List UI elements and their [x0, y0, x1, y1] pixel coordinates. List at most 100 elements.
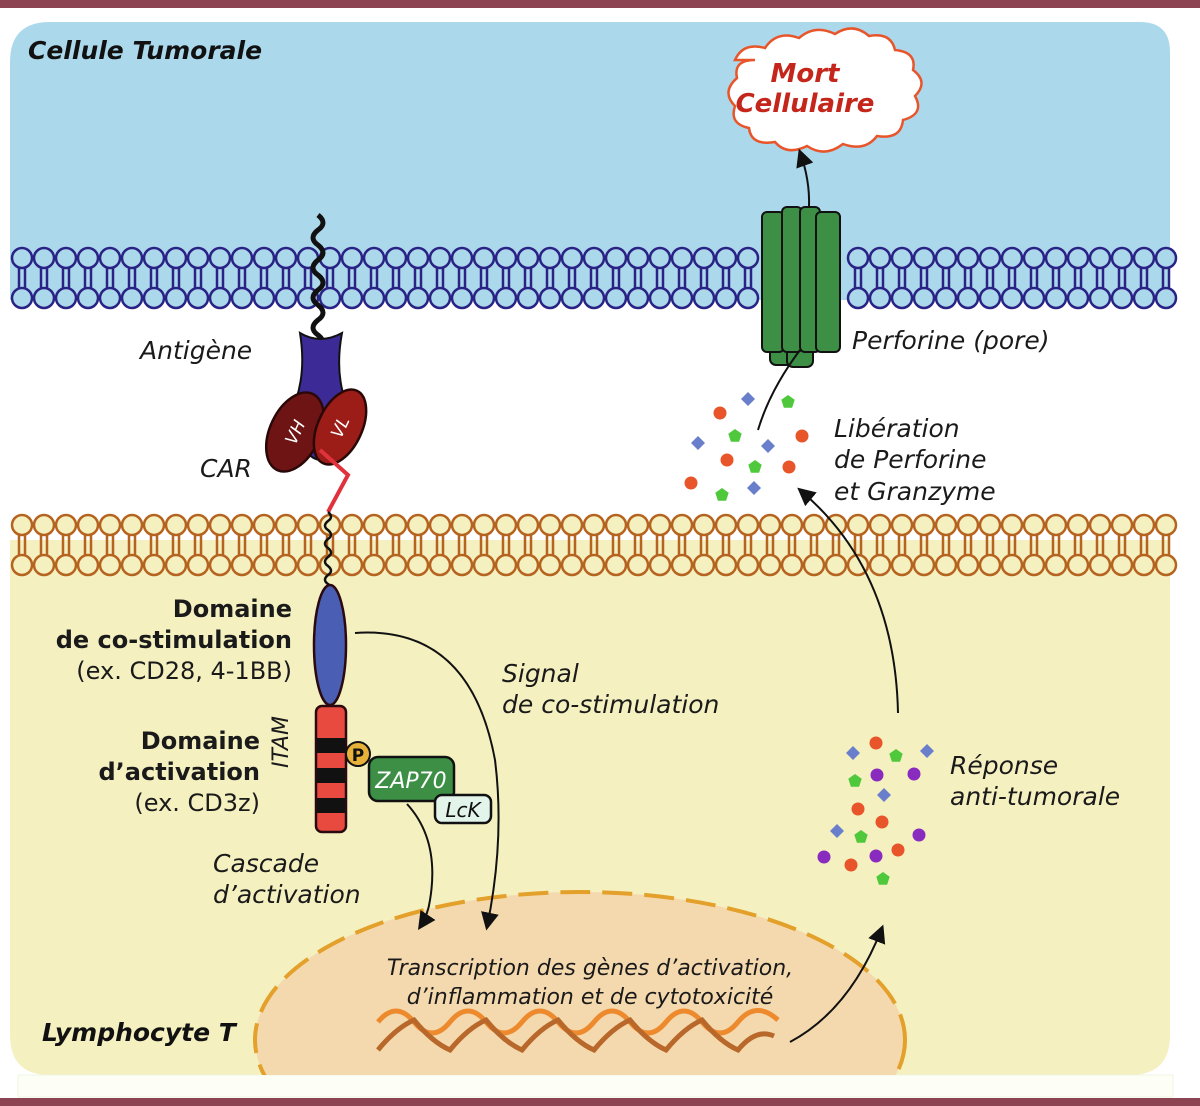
lipid	[868, 513, 892, 577]
lipid	[1000, 246, 1024, 310]
lipid	[1154, 246, 1178, 310]
lipid	[252, 246, 276, 310]
lipid	[978, 246, 1002, 310]
response-label: Réponse anti-tumorale	[950, 750, 1120, 813]
lipid	[296, 513, 320, 577]
cascade-label: Cascade d’activation	[213, 848, 361, 911]
lipid	[736, 246, 760, 310]
car-transmembrane	[323, 511, 333, 594]
lipid	[780, 513, 804, 577]
lipid	[472, 513, 496, 577]
granzyme-diamond	[830, 824, 844, 838]
lipid	[648, 513, 672, 577]
lipid	[450, 246, 474, 310]
t-cell-label: Lymphocyte T	[42, 1018, 236, 1047]
lipid	[560, 246, 584, 310]
vl-domain: VL	[312, 388, 368, 466]
t-cell-membrane	[10, 513, 1178, 577]
vh-domain: VH	[264, 391, 326, 473]
perforin-pentagon	[715, 488, 729, 501]
molecule-circle	[869, 849, 883, 863]
molecule-circle	[817, 850, 831, 864]
costim-signal-line2: de co-stimulation	[502, 690, 720, 720]
lipid	[692, 513, 716, 577]
lipid	[626, 246, 650, 310]
lipid	[1044, 513, 1068, 577]
lipid	[32, 246, 56, 310]
perforin-pentagon	[854, 830, 868, 843]
lipid	[582, 513, 606, 577]
bottom-strip	[17, 1074, 1174, 1098]
lipid	[956, 246, 980, 310]
bottom-frame-bar	[0, 1098, 1200, 1106]
lipid	[494, 513, 518, 577]
costim-domain-example: (ex. CD28, 4-1BB)	[76, 657, 292, 686]
lipid	[76, 513, 100, 577]
lipid	[1110, 513, 1134, 577]
lipid	[912, 246, 936, 310]
lipid	[692, 246, 716, 310]
tumor-cell-label: Cellule Tumorale	[28, 36, 263, 65]
molecule-circle	[875, 815, 889, 829]
arrow-response-to-release	[797, 487, 899, 714]
lipid	[252, 513, 276, 577]
lipid	[10, 513, 34, 577]
lipid	[1022, 246, 1046, 310]
molecule-circle	[912, 828, 926, 842]
molecule-circle	[795, 429, 809, 443]
lipid	[10, 246, 34, 310]
lipid	[1000, 513, 1024, 577]
lipid	[32, 513, 56, 577]
lipid	[142, 246, 166, 310]
lipid	[208, 246, 232, 310]
lipid	[54, 513, 78, 577]
lipid	[406, 513, 430, 577]
costim-signal-line1: Signal	[502, 659, 579, 688]
lipid	[362, 513, 386, 577]
dna-helix	[376, 1008, 780, 1054]
lipid	[736, 513, 760, 577]
lipid	[164, 246, 188, 310]
lipid	[450, 513, 474, 577]
lipid	[1022, 513, 1046, 577]
lipid	[1110, 246, 1134, 310]
lipid	[186, 513, 210, 577]
perforin-pentagon	[889, 749, 903, 762]
cell-death-line2: Cellulaire	[735, 88, 875, 119]
lipid	[406, 246, 430, 310]
lck-kinase: LcK	[433, 793, 493, 825]
svg-text:LcK: LcK	[445, 798, 482, 822]
molecule-circle	[851, 802, 865, 816]
lipid	[890, 246, 914, 310]
lipid	[1044, 246, 1068, 310]
lipid	[208, 513, 232, 577]
lipid	[98, 246, 122, 310]
lipid	[846, 513, 870, 577]
lipid	[428, 513, 452, 577]
lipid	[164, 513, 188, 577]
lipid	[120, 513, 144, 577]
lipid	[560, 513, 584, 577]
granzyme-diamond	[747, 481, 761, 495]
perforin-pentagon	[848, 774, 862, 787]
lipid	[648, 246, 672, 310]
arrow-pore-to-death	[796, 148, 814, 208]
lipid	[538, 246, 562, 310]
arrow-cascade	[406, 803, 436, 930]
costim-domain-label: Domaine de co-stimulation (ex. CD28, 4-1…	[0, 594, 292, 688]
perforin-pore	[761, 206, 841, 368]
activation-domain-example: (ex. CD3z)	[134, 789, 260, 818]
lipid	[54, 246, 78, 310]
perforin-pentagon	[728, 429, 742, 442]
lipid	[890, 513, 914, 577]
response-line2: anti-tumorale	[950, 782, 1121, 812]
costim-domain-line1: Domaine	[172, 595, 292, 623]
lipid	[714, 513, 738, 577]
lipid	[494, 246, 518, 310]
itam-label: ITAM	[269, 716, 294, 768]
molecule-circle	[907, 767, 921, 781]
lipid	[120, 246, 144, 310]
zap70-kinase: ZAP70	[367, 755, 456, 803]
car-hinge	[318, 448, 351, 513]
lipid	[846, 246, 870, 310]
